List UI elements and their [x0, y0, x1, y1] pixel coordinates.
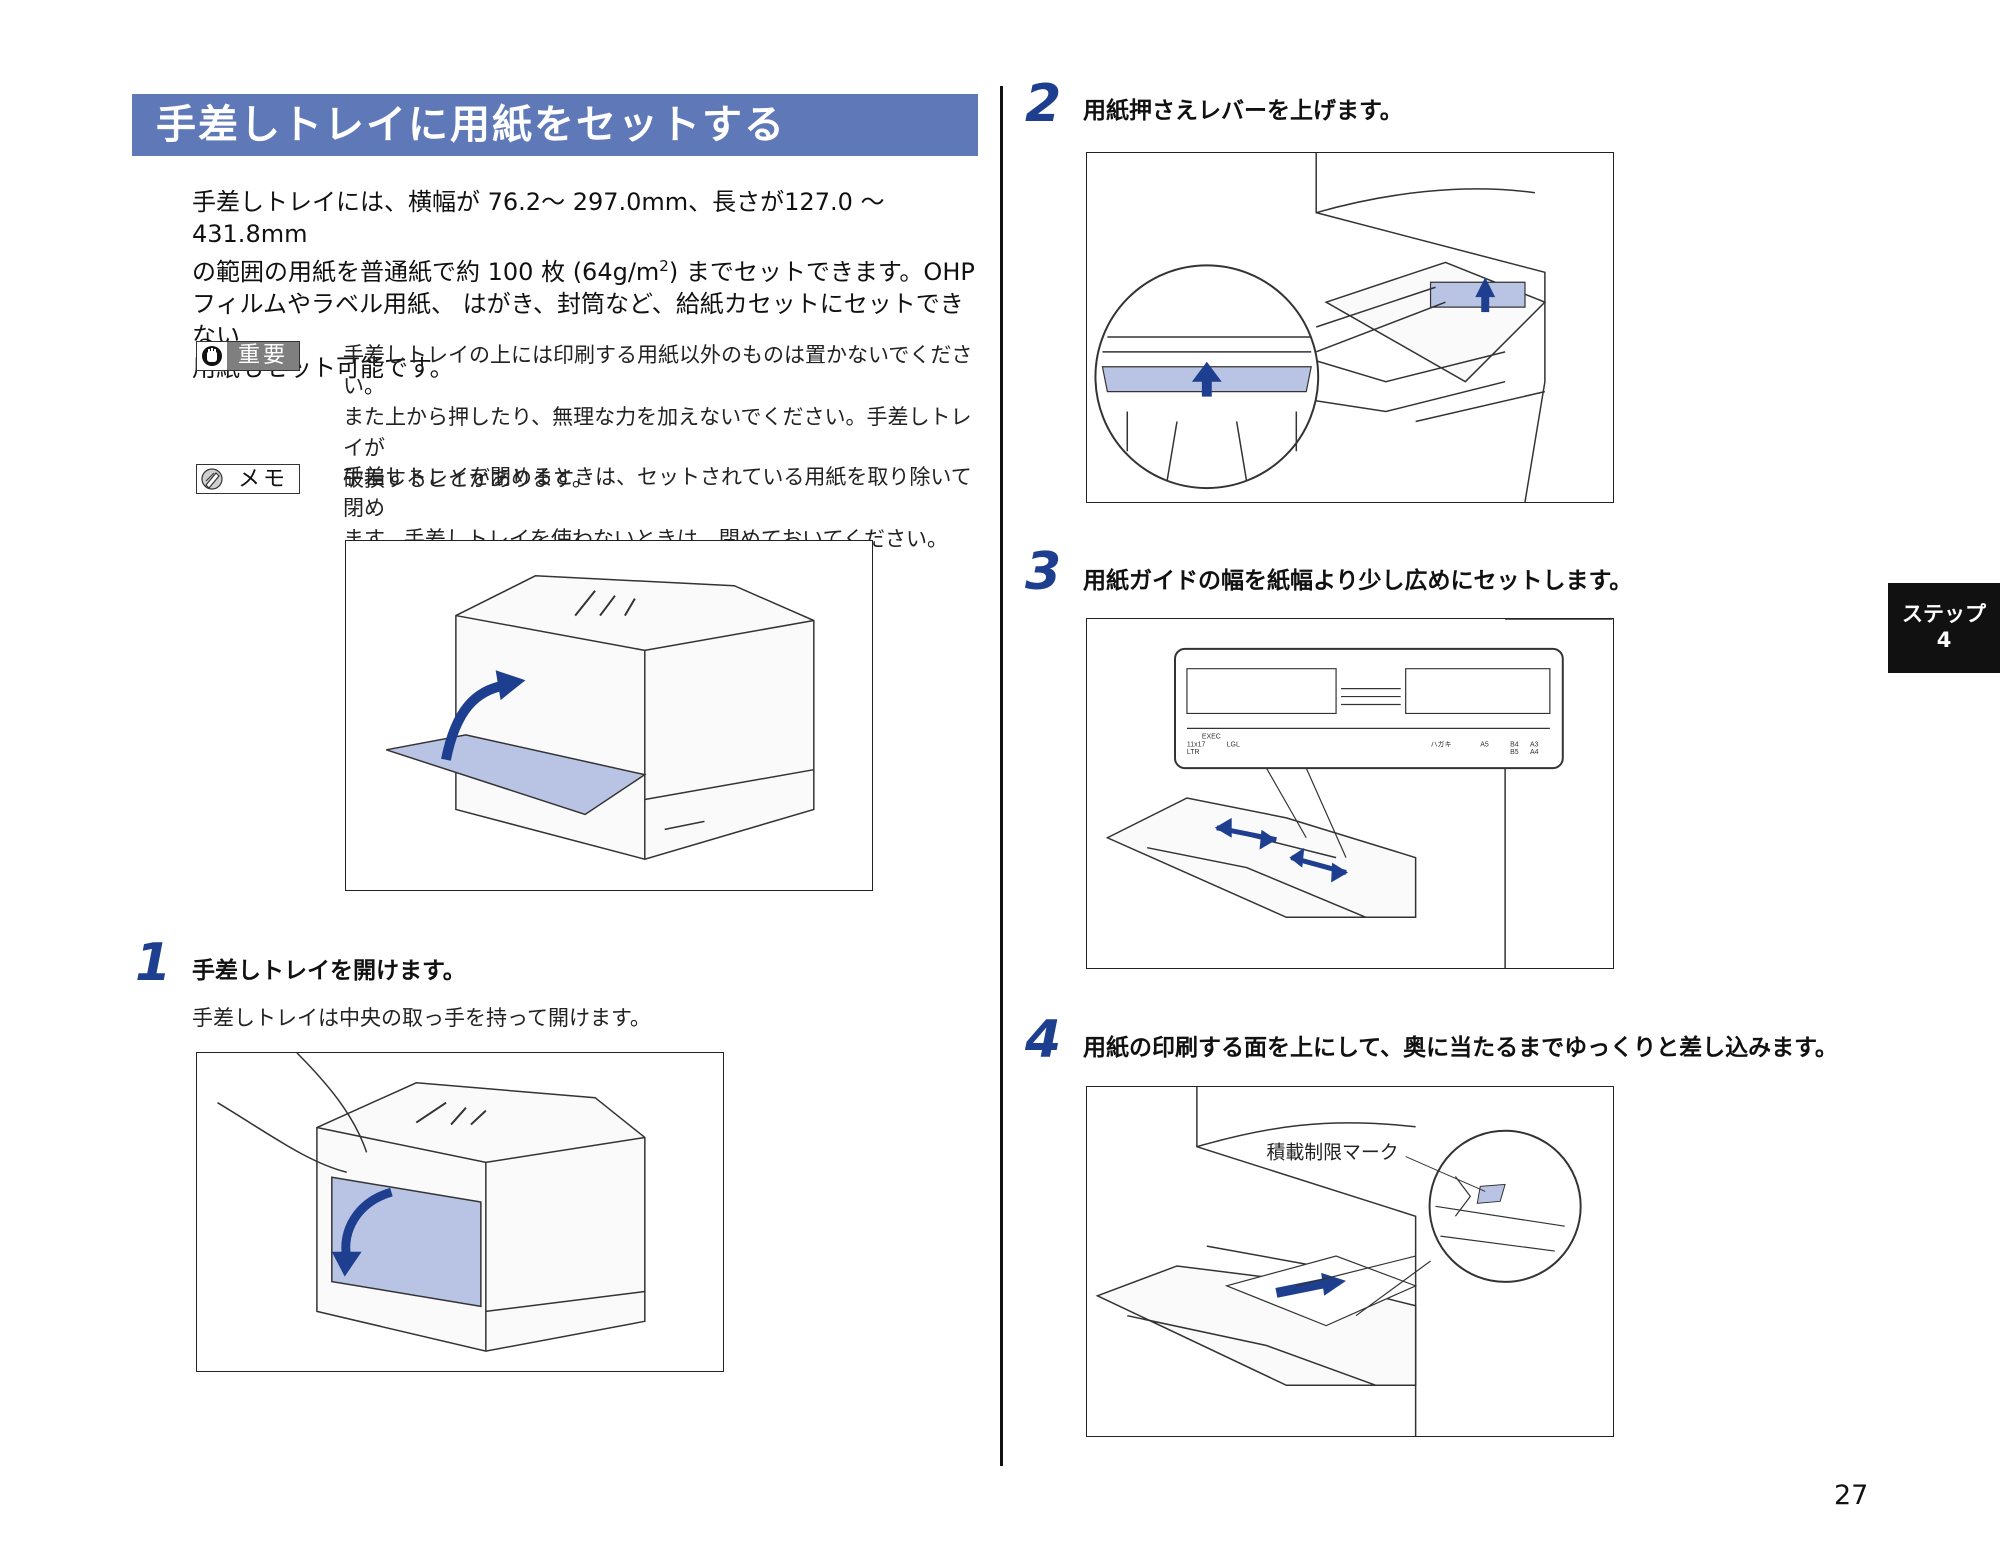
figure-step2 [1086, 152, 1614, 503]
printer-illustration [217, 1053, 646, 1352]
figure-tray-open [345, 540, 873, 891]
guide-label: A4 [1530, 749, 1539, 756]
important-badge: 重要 [196, 341, 300, 371]
printer-illustration [386, 575, 815, 860]
guide-label: ハガキ [1431, 739, 1452, 748]
guide-label: A3 [1530, 741, 1539, 748]
memo-badge: メモ [196, 464, 300, 494]
figure-step1 [196, 1052, 724, 1372]
step-number: 4 [1025, 1010, 1062, 1070]
note-line: 手差しトレイの上には印刷する用紙以外のものは置かないでください。 [343, 343, 973, 398]
step-text: 用紙押さえレバーを上げます。 [1083, 98, 1403, 124]
guide-label: 11x17 [1187, 741, 1206, 748]
column-divider [1000, 86, 1003, 1466]
side-tab-number: 4 [1936, 628, 1952, 652]
callout-label: 積載制限マーク [1266, 1142, 1398, 1164]
guide-label: A5 [1480, 741, 1489, 748]
important-note: 手差しトレイの上には印刷する用紙以外のものは置かないでください。 また上から押し… [343, 340, 983, 495]
superscript: 2 [659, 257, 669, 275]
guide-label: B5 [1510, 749, 1519, 756]
guide-label: B4 [1510, 741, 1519, 748]
printer-illustration: EXEC 11x17 LTR LGL ハガキ A5 B4 B5 A3 A4 [1105, 619, 1613, 968]
guide-label: LGL [1227, 741, 1240, 748]
figure-step3: EXEC 11x17 LTR LGL ハガキ A5 B4 B5 A3 A4 [1086, 618, 1614, 969]
printer-illustration [1094, 153, 1547, 502]
step-side-tab: ステップ 4 [1888, 583, 2000, 673]
intro-line: の範囲の用紙を普通紙で約 100 枚 (64g/m2) までセットできます。OH… [192, 250, 982, 288]
step-number: 3 [1025, 542, 1062, 602]
note-line: また上から押したり、無理な力を加えないでください。手差しトレイが [343, 405, 972, 460]
intro-text: ) までセットできます。OHP [668, 258, 975, 286]
pencil-icon [197, 465, 227, 493]
memo-label: メモ [227, 465, 299, 493]
side-tab-label: ステップ [1902, 602, 1986, 626]
section-title-bar: 手差しトレイに用紙をセットする [132, 94, 978, 156]
intro-line: 手差しトレイには、横幅が 76.2～ 297.0mm、長さが127.0 ～431… [192, 188, 885, 248]
step-text: 用紙ガイドの幅を紙幅より少し広めにセットします。 [1083, 568, 1633, 594]
page-title: 手差しトレイに用紙をセットする [156, 102, 786, 148]
printer-illustration: 積載制限マーク [1095, 1087, 1582, 1436]
guide-label: LTR [1187, 749, 1200, 756]
note-line: 手差しトレイを閉めるときは、セットされている用紙を取り除いて閉め [343, 465, 972, 520]
hand-stop-icon [197, 342, 227, 370]
intro-paragraph: 手差しトレイには、横幅が 76.2～ 297.0mm、長さが127.0 ～431… [192, 186, 982, 384]
step-subtext: 手差しトレイは中央の取っ手を持って開けます。 [192, 1006, 651, 1030]
note-line: 破損することがあります。 [343, 467, 593, 491]
step-number: 1 [135, 933, 172, 993]
step-text: 用紙の印刷する面を上にして、奥に当たるまでゆっくりと差し込みます。 [1083, 1035, 1838, 1061]
step-number: 2 [1025, 74, 1062, 134]
step-text: 手差しトレイを開けます。 [192, 958, 466, 984]
intro-text: の範囲の用紙を普通紙で約 100 枚 (64g/m [192, 258, 660, 286]
figure-step4: 積載制限マーク [1086, 1086, 1614, 1437]
intro-line: フィルムやラベル用紙、 はがき、封筒など、給紙カセットにセットできない [192, 290, 964, 350]
important-label: 重要 [227, 342, 299, 370]
guide-label: EXEC [1202, 733, 1221, 740]
page-number: 27 [1834, 1480, 1869, 1511]
